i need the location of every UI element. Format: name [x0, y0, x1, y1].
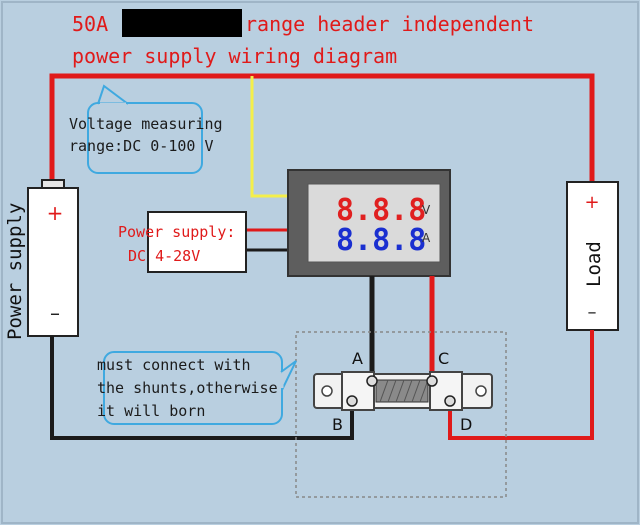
shunt-hole-right	[475, 385, 487, 397]
battery-plus: +	[47, 201, 64, 225]
battery-label: Power supply	[4, 203, 26, 340]
load-label: Load	[583, 241, 605, 287]
red-wire-load	[448, 330, 594, 440]
shunt-hatching	[379, 379, 429, 403]
meter-current-unit: A	[422, 231, 431, 245]
battery-minus: –	[50, 301, 60, 325]
battery	[27, 187, 79, 337]
shunt-hole-left	[321, 385, 333, 397]
power-supply-line2: DC 4-28V	[128, 247, 200, 265]
shunt-note-line3: it will born	[97, 402, 205, 420]
meter-voltage-unit: V	[422, 203, 431, 217]
terminal-b-label: B	[332, 415, 343, 434]
title-line2: power supply wiring diagram	[72, 44, 397, 68]
terminal-d-screw	[444, 395, 456, 407]
voltage-note-line2: range:DC 0-100 V	[69, 137, 214, 155]
terminal-d-label: D	[460, 415, 472, 434]
voltage-bubble-tail	[97, 84, 129, 105]
yellow-wire	[250, 76, 292, 198]
red-wire-top	[49, 73, 595, 183]
shunt-note-line1: must connect with	[97, 356, 251, 374]
voltage-note-line1: Voltage measuring	[69, 115, 223, 133]
meter-current-reading: 8.8.8	[336, 223, 426, 258]
terminal-c-screw	[426, 375, 438, 387]
voltage-bubble	[87, 102, 203, 174]
meter-display	[307, 183, 441, 263]
terminal-a-screw	[366, 375, 378, 387]
shunt-resistor	[375, 379, 429, 403]
terminal-b-screw	[346, 395, 358, 407]
title-prefix: 50A	[72, 12, 108, 36]
power-supply-box	[147, 211, 247, 273]
terminal-a-label: A	[352, 349, 363, 368]
terminal-c-label: C	[438, 349, 449, 368]
title-line1-suffix: range header independent	[245, 12, 534, 36]
black-wire-negative	[50, 336, 354, 440]
shunt-area	[295, 331, 507, 498]
meter-voltage-reading: 8.8.8	[336, 193, 426, 228]
load-plus: +	[584, 192, 599, 213]
shunt-note-line2: the shunts,otherwise	[97, 379, 278, 397]
shunt-bubble-tail	[280, 360, 297, 391]
redaction-bar	[122, 9, 242, 37]
power-supply-line1: Power supply:	[118, 223, 235, 241]
load-minus: –	[588, 302, 597, 323]
